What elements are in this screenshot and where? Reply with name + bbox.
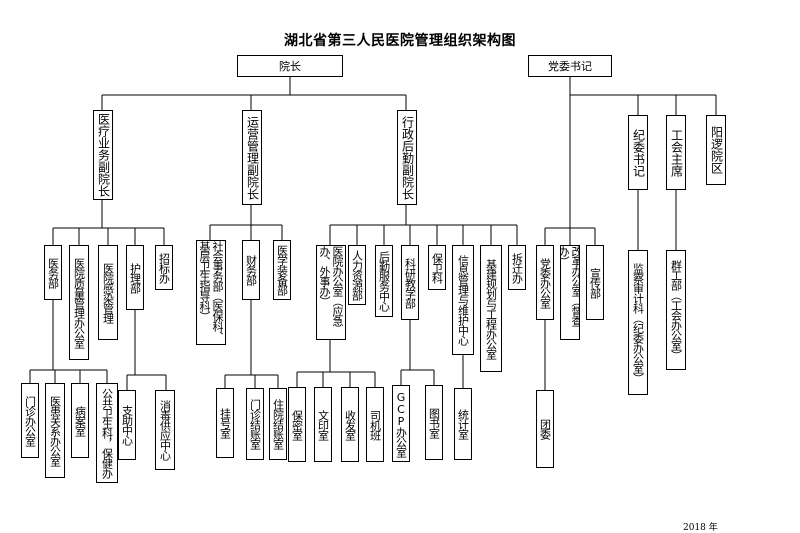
year-label: 2018 年	[683, 523, 718, 533]
president-box: 院长	[237, 55, 343, 77]
research-teaching-box: 科研教学部	[401, 245, 419, 320]
finance-dept-box: 财务部	[242, 240, 260, 300]
bidding-office-box: 招标办	[155, 245, 173, 290]
party-secretary-label: 党委书记	[548, 60, 592, 73]
connector-group	[29, 77, 717, 390]
complaint-office-box: 医患关系办公室	[45, 383, 65, 478]
quality-office-box: 医院质量管理办公室	[69, 245, 89, 360]
logistics-center-box: 后勤服务中心	[375, 245, 393, 317]
security-dept-box: 保卫科	[428, 245, 446, 290]
inpatient-billing-box: 住院结账室	[269, 388, 287, 460]
medical-vp-box: 医疗业务副院长	[93, 110, 113, 200]
audit-office-box: 监察审计科（纪委办公室）	[628, 250, 648, 395]
demolition-office-box: 拆迁办	[508, 245, 526, 290]
union-chair-box: 工会主席	[666, 115, 686, 190]
propaganda-dept-box: 宣传部	[586, 245, 604, 320]
president-label: 院长	[279, 60, 301, 73]
drivers-team-box: 司机班	[366, 387, 384, 462]
infection-mgmt-box: 医院感染管理	[98, 245, 118, 340]
secrecy-room-box: 保密室	[288, 387, 306, 462]
mail-room-box: 收发室	[341, 387, 359, 462]
reform-office-box: 改革办公室（督查办）	[560, 245, 580, 340]
statistics-room-box: 统计室	[454, 388, 472, 460]
youth-league-box: 团委	[536, 390, 554, 468]
print-room-box: 文印室	[314, 387, 332, 462]
library-room-box: 图书室	[425, 385, 443, 460]
nursing-dept-box: 护理部	[126, 245, 144, 310]
outpatient-office-box: 门诊办公室	[21, 383, 39, 458]
registration-room-box: 挂号室	[216, 388, 234, 458]
social-affairs-box: 社会事务部（医保科、基层卫生指导科）	[196, 240, 226, 345]
public-health-box: 公共卫生科，保健办	[96, 383, 118, 483]
hr-dept-box: 人力资源部	[348, 245, 366, 305]
construction-office-box: 基建规划与工程办公室	[480, 245, 502, 372]
equipment-dept-box: 医学装备部	[273, 240, 291, 300]
party-office-box: 党委办公室	[536, 245, 554, 320]
yangluo-campus-box: 阳逻院区	[706, 115, 726, 185]
page-title: 湖北省第三人民医院管理组织架构图	[284, 33, 516, 49]
admin-vp-box: 行政后勤副院长	[397, 110, 417, 205]
operations-vp-box: 运营管理副院长	[242, 110, 262, 205]
outpatient-billing-box: 门诊结账室	[246, 388, 264, 460]
support-center-box: 支助中心	[118, 390, 136, 460]
discipline-secretary-box: 纪委书记	[628, 115, 648, 190]
records-room-box: 病案室	[71, 383, 89, 458]
mass-work-box: 群工部（工会办公室）	[666, 250, 686, 370]
gcp-office-box: GCP办公室	[392, 385, 410, 462]
hospital-office-box: 医院办公室（应急办、外事办）	[316, 245, 346, 340]
yiwu-dept-box: 医务部	[44, 245, 62, 300]
it-center-box: 信息管理与维护中心	[452, 245, 474, 355]
disinfection-center-box: 消毒供应中心	[155, 390, 175, 470]
party-secretary-box: 党委书记	[528, 55, 612, 77]
